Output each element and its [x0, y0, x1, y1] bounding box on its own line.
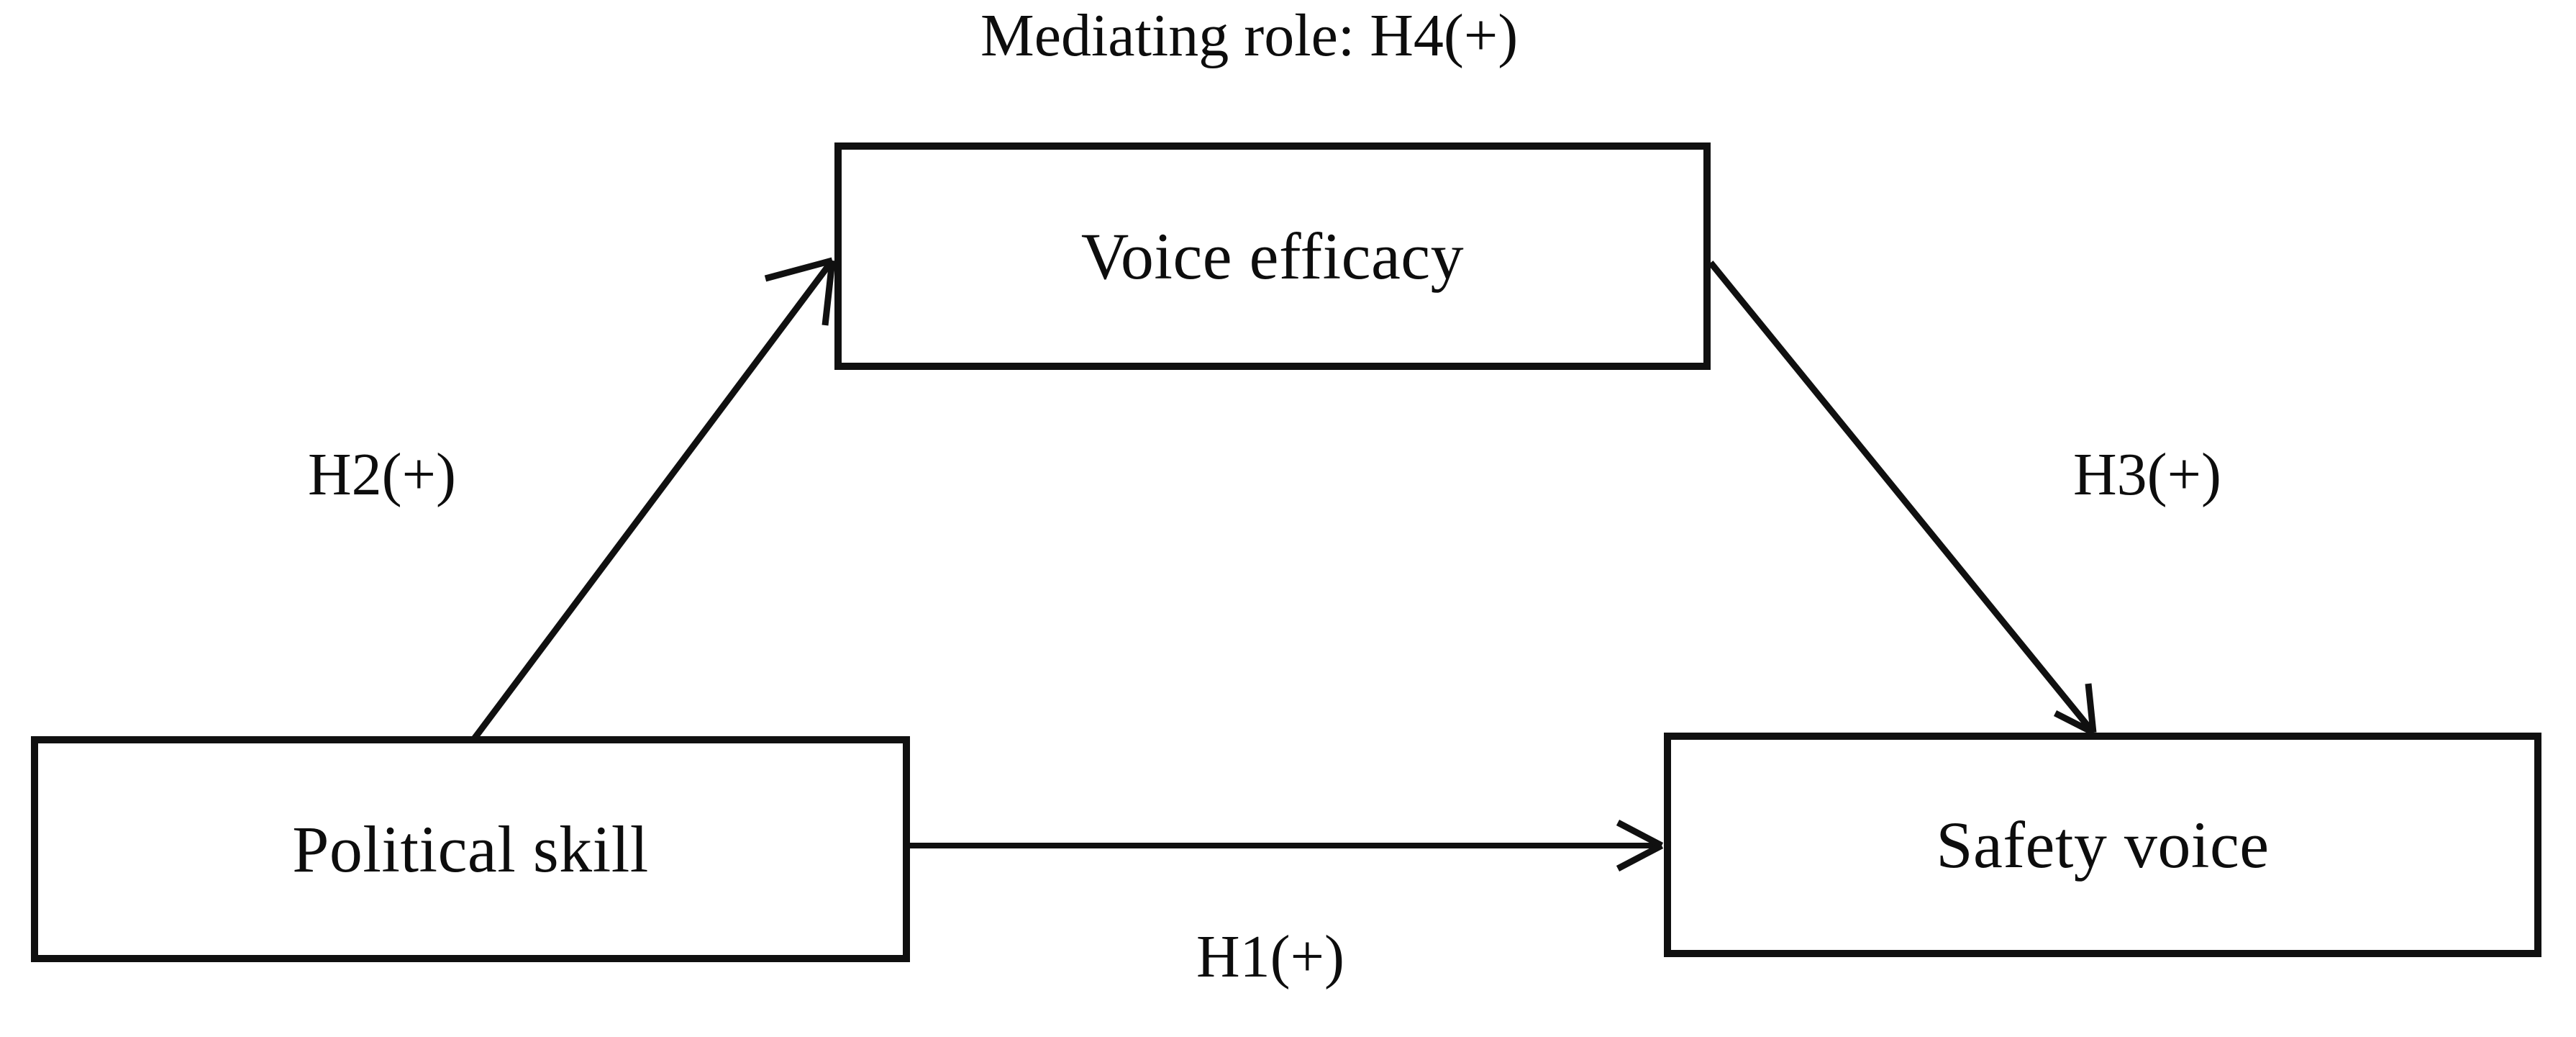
node-political-skill-label: Political skill: [292, 812, 649, 886]
edge-h2-arrowhead-lower: [822, 260, 836, 326]
node-safety-voice[interactable]: Safety voice: [1664, 733, 2541, 957]
edge-h1-arrowhead-lower: [1616, 843, 1664, 871]
edge-h3-connector: [1708, 261, 2097, 736]
node-political-skill[interactable]: Political skill: [31, 736, 910, 962]
node-safety-voice-label: Safety voice: [1936, 808, 2270, 882]
edge-h3-arrowhead-right: [2085, 683, 2097, 733]
diagram-title-mediating-role: Mediating role: H4(+): [980, 2, 1519, 69]
edge-label-h2: H2(+): [308, 441, 456, 508]
edge-h1-connector: [910, 820, 1664, 871]
edge-h3-arrowhead-left: [2053, 710, 2095, 736]
edge-label-h1: H1(+): [1196, 923, 1344, 990]
node-voice-efficacy[interactable]: Voice efficacy: [834, 142, 1711, 370]
edge-h1-arrowhead-upper: [1616, 820, 1664, 848]
edge-h2-connector: [470, 257, 836, 742]
edge-label-h3: H3(+): [2073, 441, 2221, 508]
edge-h3-line: [1708, 261, 2096, 735]
node-voice-efficacy-label: Voice efficacy: [1080, 219, 1465, 293]
edge-h2-arrowhead-upper: [764, 257, 834, 282]
edge-h2-line: [470, 258, 835, 742]
